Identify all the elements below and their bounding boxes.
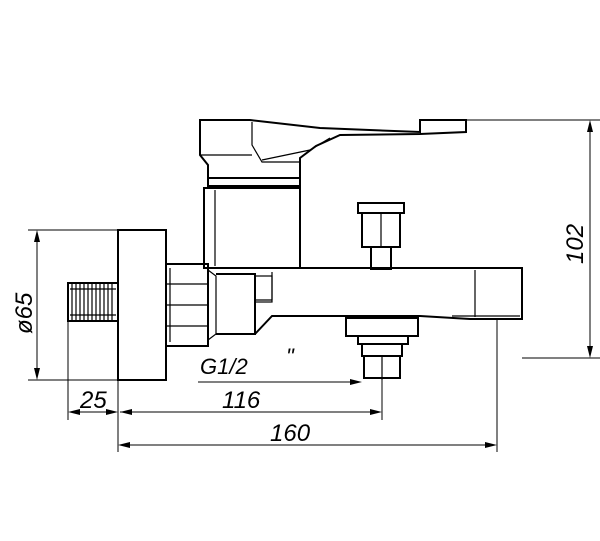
wall-threaded-pipe — [67, 282, 119, 322]
dimension-center-offset-label: 116 — [222, 387, 261, 414]
lever-handle — [199, 119, 467, 179]
thread-size-label: G1/2 — [200, 354, 248, 379]
hex-nut — [165, 263, 217, 347]
wall-flange — [117, 229, 167, 381]
thread-callout: G1/2 " — [198, 344, 362, 385]
dimension-overall-length-label: 160 — [270, 420, 311, 447]
dimension-diameter-label: ø65 — [11, 292, 38, 334]
dimension-diameter: ø65 — [11, 229, 118, 381]
thread-mark-label: " — [286, 344, 295, 369]
dimension-overall-length: 160 — [118, 420, 497, 448]
extension-lines — [67, 319, 498, 452]
spout — [254, 267, 523, 335]
diverter-knob — [357, 202, 405, 270]
outlet-nozzle — [345, 317, 419, 380]
dimension-height-label: 102 — [562, 224, 589, 264]
dimension-height: 102 — [466, 119, 600, 359]
mixer-body — [203, 177, 301, 269]
dimension-wall-and-center: 25 116 — [68, 387, 382, 415]
body-connector — [216, 273, 273, 335]
dimension-wall-offset-label: 25 — [79, 387, 107, 414]
